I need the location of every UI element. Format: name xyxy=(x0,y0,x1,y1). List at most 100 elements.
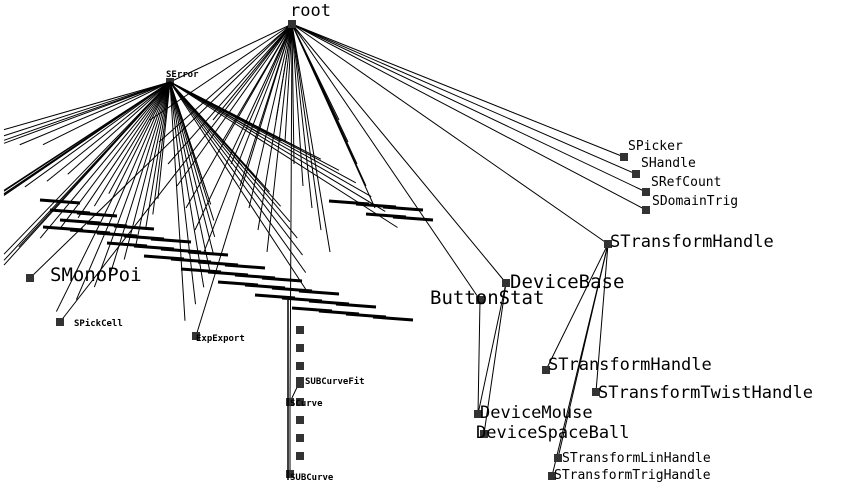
node-marker-transformhandle xyxy=(604,240,612,248)
edge-error-fan-23 xyxy=(169,81,211,271)
edge-error-fan-25 xyxy=(169,81,197,305)
edge-root-cluster-18 xyxy=(291,23,313,209)
node-nonopoi: SMonoPoi xyxy=(50,264,142,286)
node-marker-expexport xyxy=(192,332,200,340)
edge-error-fan-53 xyxy=(3,81,171,191)
edge-error-fan-45 xyxy=(67,81,171,175)
edge-root-devicebase xyxy=(291,23,507,284)
edge-root-handle xyxy=(291,23,637,175)
node-marker-handle xyxy=(632,170,640,178)
clutter-band-10 xyxy=(49,208,91,215)
edge-root-cluster-6 xyxy=(203,23,293,253)
edge-transformhandle-xform_handle xyxy=(545,243,609,371)
edge-error-fan-35 xyxy=(55,81,171,312)
clutter-band-31 xyxy=(106,241,148,248)
edge-root-cluster-9 xyxy=(230,23,293,165)
cluster-node-marker-0 xyxy=(296,326,304,334)
edge-error-fan-54 xyxy=(42,81,171,146)
edge-root-curve xyxy=(289,23,293,403)
node-devicebase: DeviceBase xyxy=(510,271,624,293)
edge-error-fan-6 xyxy=(169,81,372,197)
node-xform-trig: STransformTrigHandle xyxy=(554,468,711,483)
edge-error-fan-29 xyxy=(144,81,171,230)
edge-error-fan-16 xyxy=(169,81,307,273)
node-marker-nurbcurve xyxy=(286,470,294,478)
edge-root-cluster-5 xyxy=(194,23,293,231)
edge-root-cluster-20 xyxy=(291,23,331,253)
edge-error-fan-55 xyxy=(19,81,171,146)
edge-error-fan-47 xyxy=(24,81,171,188)
node-domaintrig: SDomainTrig xyxy=(652,194,738,209)
edge-error-fan-43 xyxy=(3,81,171,261)
node-nurbcurve: SUBCurve xyxy=(290,473,334,483)
node-devicemouse: DeviceMouse xyxy=(480,403,593,423)
dense-subtree-cluster xyxy=(3,81,434,480)
edge-root-cluster-15 xyxy=(284,23,293,143)
node-marker-curve xyxy=(286,398,294,406)
node-xform-twist: STransformTwistHandle xyxy=(598,383,813,403)
edge-root-refcount xyxy=(291,23,647,193)
edge-error-fan-28 xyxy=(152,81,171,215)
node-xform-lin: STransformLinHandle xyxy=(562,451,711,466)
cluster-node-marker-6 xyxy=(296,434,304,442)
edge-error-fan-13 xyxy=(169,81,291,223)
edge-error-fan-21 xyxy=(169,81,216,238)
edge-root-cluster-25 xyxy=(291,23,376,209)
node-curve: SCurve xyxy=(290,399,323,409)
clutter-band-0 xyxy=(39,198,81,205)
edge-error-fan-37 xyxy=(93,81,171,207)
edge-error-fan-34 xyxy=(75,81,171,300)
node-marker-xform_trig xyxy=(548,472,556,480)
edge-devicebase-devicemouse xyxy=(477,282,507,415)
clutter-band-39 xyxy=(42,225,84,232)
node-marker-pickcell xyxy=(56,318,64,326)
node-marker-devicespaceball xyxy=(480,430,488,438)
node-error: SError xyxy=(166,70,199,80)
clutter-band-35 xyxy=(254,293,296,300)
node-marker-buttonstat xyxy=(476,296,484,304)
node-root: root xyxy=(290,1,331,21)
node-marker-refcount xyxy=(642,188,650,196)
node-transformhandle: STransformHandle xyxy=(610,232,774,252)
edge-error-fan-42 xyxy=(3,81,171,255)
clutter-band-32 xyxy=(143,254,185,261)
edge-error-fan-38 xyxy=(77,81,171,219)
node-picker: SPicker xyxy=(628,139,683,154)
edge-error-fan-31 xyxy=(123,81,171,260)
cluster-node-marker-3 xyxy=(296,380,304,388)
clutter-band-36 xyxy=(291,306,333,313)
edge-root-transformhandle xyxy=(291,23,609,245)
edge-error-fan-57 xyxy=(3,81,171,141)
edge-error-fan-30 xyxy=(135,81,171,245)
edge-error-fan-14 xyxy=(169,81,298,239)
edge-root-picker xyxy=(291,23,625,158)
node-marker-xform_handle xyxy=(542,366,550,374)
edge-root-cluster-17 xyxy=(291,23,304,187)
node-marker-nonopoi xyxy=(26,274,34,282)
edge-root-cluster-2 xyxy=(167,23,293,165)
edge-root-buttonstat xyxy=(291,23,481,301)
edge-error-fan-7 xyxy=(169,81,386,212)
edge-transformhandle-xform_trig xyxy=(551,243,609,477)
node-marker-xform_twist xyxy=(592,388,600,396)
cluster-node-marker-1 xyxy=(296,344,304,352)
clutter-band-33 xyxy=(180,267,222,274)
edge-buttonstat-devicemouse xyxy=(477,299,481,415)
edge-error-fan-59 xyxy=(3,81,171,131)
edge-error-fan-15 xyxy=(169,81,303,256)
node-marker-devicemouse xyxy=(474,410,482,418)
edge-error-fan-36 xyxy=(108,81,171,194)
node-marker-domaintrig xyxy=(642,206,650,214)
clutter-band-34 xyxy=(217,280,259,287)
clutter-band-20 xyxy=(59,218,101,225)
edge-error-fan-46 xyxy=(46,81,171,182)
edge-error-fan-17 xyxy=(169,81,308,292)
edge-error-fan-27 xyxy=(157,81,171,199)
node-xform-handle: STransformHandle xyxy=(548,355,712,375)
cluster-node-marker-4 xyxy=(296,398,304,406)
edge-error-fan-22 xyxy=(169,81,214,254)
node-curvefit: SUBCurveFit xyxy=(305,376,365,387)
edge-transformhandle-xform_twist xyxy=(595,243,609,393)
edge-devicebase-devicespaceball xyxy=(483,282,507,435)
